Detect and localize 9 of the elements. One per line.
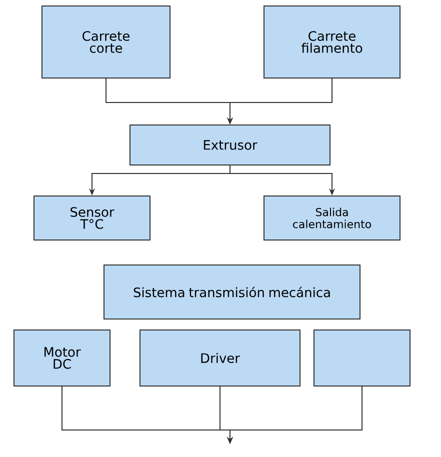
- process-box: Carrete filamento: [264, 6, 400, 78]
- process-box: Extrusor: [130, 124, 330, 166]
- process-box: Sistema transmisión mecánica: [104, 264, 360, 320]
- process-box: [314, 330, 410, 386]
- process-box: Sensor T°C: [34, 196, 150, 240]
- process-box: Salida calentamiento: [264, 196, 400, 240]
- process-box: Driver: [140, 330, 300, 386]
- process-box: Motor DC: [14, 330, 110, 386]
- process-box: Carrete corte: [42, 6, 170, 78]
